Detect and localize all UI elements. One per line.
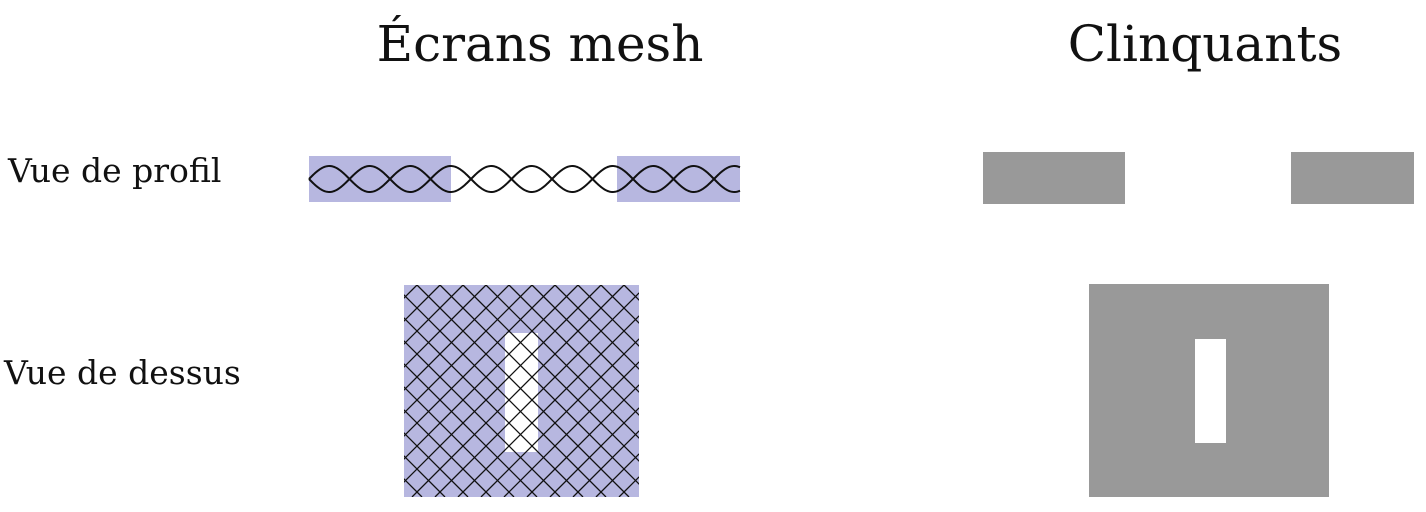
mesh-wire-line [831, 285, 1043, 497]
mesh-wire-line [503, 361, 639, 497]
mesh-wire-line [404, 340, 561, 497]
mesh-wire-line [411, 285, 625, 497]
mesh-wire-line [572, 430, 639, 497]
mesh-wire-line [404, 455, 446, 497]
mesh-wire-line [404, 478, 423, 497]
mesh-wire-line [404, 409, 492, 497]
mesh-wire-a [308, 164, 741, 194]
mesh-wire-line [416, 285, 630, 497]
mesh-wire-line [670, 285, 882, 497]
mesh-wire-line [439, 285, 639, 485]
mesh-wire-line [434, 292, 639, 497]
foil-top-view [1089, 284, 1329, 497]
mesh-wire-line [404, 294, 607, 497]
mesh-wire-line [554, 285, 639, 370]
mesh-wire-line [647, 285, 859, 497]
mesh-wire-line [404, 285, 487, 368]
mesh-wire-line [508, 285, 639, 416]
mesh-top-view [0, 285, 1112, 497]
mesh-wire-line [900, 285, 1112, 497]
mesh-wire-line [577, 285, 639, 347]
mesh-wire-line [716, 285, 928, 497]
mesh-wire-line [872, 285, 1084, 497]
mesh-wire-line [600, 285, 639, 324]
mesh-wire-line [711, 285, 923, 497]
mesh-wire-line [734, 285, 946, 497]
mesh-wire-line [595, 453, 639, 497]
mesh-wire-line [404, 285, 464, 345]
mesh-wire-line [531, 285, 639, 393]
mesh-wire-line [623, 285, 639, 301]
foil-aperture [1195, 339, 1226, 443]
mesh-wire-line [457, 315, 639, 497]
mesh-wire-line [642, 285, 854, 497]
foil-right-segment [1291, 152, 1414, 204]
mesh-wire-line [803, 285, 1015, 497]
mesh-column-title: Écrans mesh [377, 14, 704, 73]
mesh-wire-line [404, 285, 510, 391]
mesh-wire-line [688, 285, 900, 497]
mesh-wire-line [404, 285, 579, 460]
mesh-wire-line [404, 285, 533, 414]
mesh-wire-line [739, 285, 951, 497]
mesh-wire-line [665, 285, 877, 497]
mesh-wire-line [757, 285, 969, 497]
mesh-emulsion-left [309, 156, 451, 202]
mesh-emulsion-right [617, 156, 740, 202]
mesh-wire-line [854, 285, 1066, 497]
mesh-wire-line [780, 285, 992, 497]
mesh-wire-line [462, 285, 639, 462]
mesh-wire-line [0, 285, 3, 497]
mesh-wire-line [849, 285, 1061, 497]
mesh-wire-line [526, 384, 639, 497]
mesh-wire-line [762, 285, 974, 497]
mesh-wire-line [404, 317, 584, 497]
mesh-crosshatch [0, 285, 1112, 497]
foil-column-title: Clinquants [1068, 15, 1342, 73]
mesh-profile-view [308, 156, 741, 202]
mesh-wire-line [404, 432, 469, 497]
mesh-wire-line [404, 285, 602, 483]
foil-profile-view [983, 152, 1414, 204]
mesh-wire-line [895, 285, 1107, 497]
foil-left-segment [983, 152, 1125, 204]
mesh-wire-line [404, 363, 538, 497]
mesh-wire-line [693, 285, 905, 497]
mesh-wire-line [877, 285, 1089, 497]
mesh-wire-line [618, 476, 639, 497]
mesh-wire-line [404, 285, 441, 322]
profile-row-label: Vue de profil [7, 151, 221, 190]
mesh-wire-line [404, 285, 556, 437]
mesh-wire-line [480, 338, 639, 497]
mesh-wire-line [826, 285, 1038, 497]
mesh-wire-b [308, 164, 741, 194]
mesh-wire-line [404, 386, 515, 497]
mesh-wire-line [549, 407, 639, 497]
mesh-wire-line [808, 285, 1020, 497]
mesh-wire-line [485, 285, 639, 439]
mesh-wire-line [785, 285, 997, 497]
top-row-label: Vue de dessus [3, 353, 241, 392]
